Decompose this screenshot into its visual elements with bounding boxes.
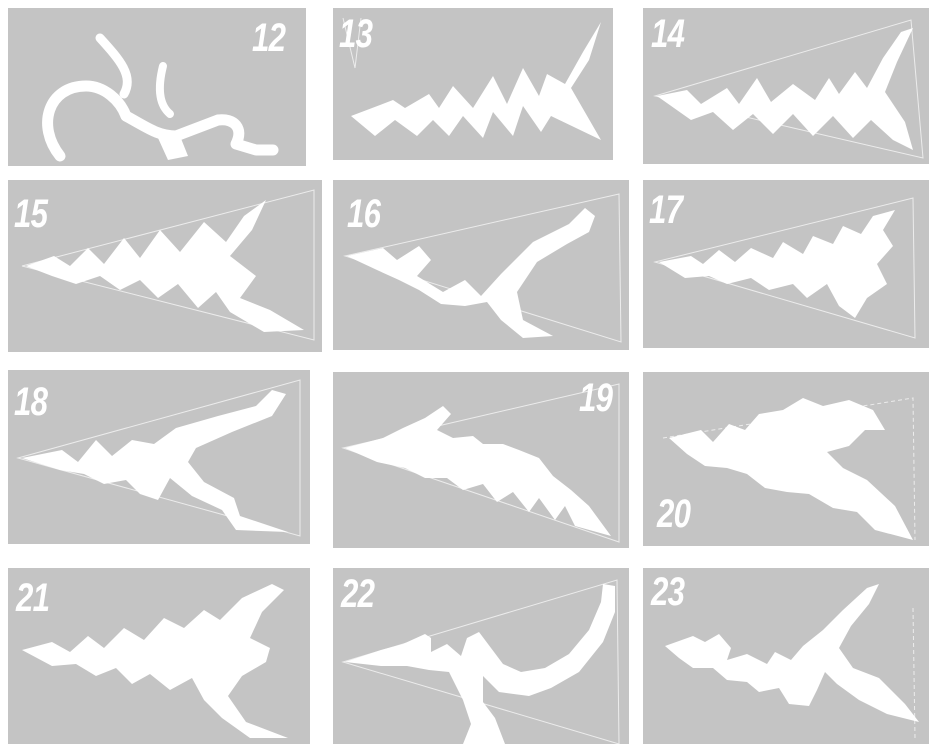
snowflake-template-15 [8, 180, 322, 352]
panel-14: 14 [643, 8, 929, 164]
panel-23: 23 [643, 568, 929, 744]
panel-number: 18 [14, 382, 47, 422]
panel-15: 15 [8, 180, 322, 352]
panel-number: 16 [347, 194, 380, 234]
panel-13: 13 [333, 8, 613, 160]
panel-number: 13 [339, 14, 372, 54]
panel-number: 19 [579, 378, 612, 418]
panel-number: 22 [341, 574, 374, 614]
panel-21: 21 [8, 568, 310, 744]
snowflake-template-17 [643, 180, 929, 348]
snowflake-template-23 [643, 568, 929, 744]
snowflake-template-18 [8, 370, 310, 544]
snowflake-template-21 [8, 568, 310, 744]
panel-19: 19 [333, 372, 629, 548]
panel-number: 17 [649, 190, 682, 230]
panel-number: 15 [14, 194, 47, 234]
panel-18: 18 [8, 370, 310, 544]
panel-20: 20 [643, 372, 929, 546]
panel-12: 12 [8, 8, 306, 166]
panel-number: 14 [651, 14, 684, 54]
panel-number: 23 [651, 572, 684, 612]
snowflake-template-22 [333, 568, 629, 744]
panel-number: 20 [657, 494, 690, 534]
snowflake-template-13 [333, 8, 613, 160]
panel-17: 17 [643, 180, 929, 348]
panel-number: 12 [252, 18, 285, 58]
panel-22: 22 [333, 568, 629, 744]
panel-number: 21 [16, 578, 49, 618]
snowflake-template-14 [643, 8, 929, 164]
panel-16: 16 [333, 180, 629, 350]
